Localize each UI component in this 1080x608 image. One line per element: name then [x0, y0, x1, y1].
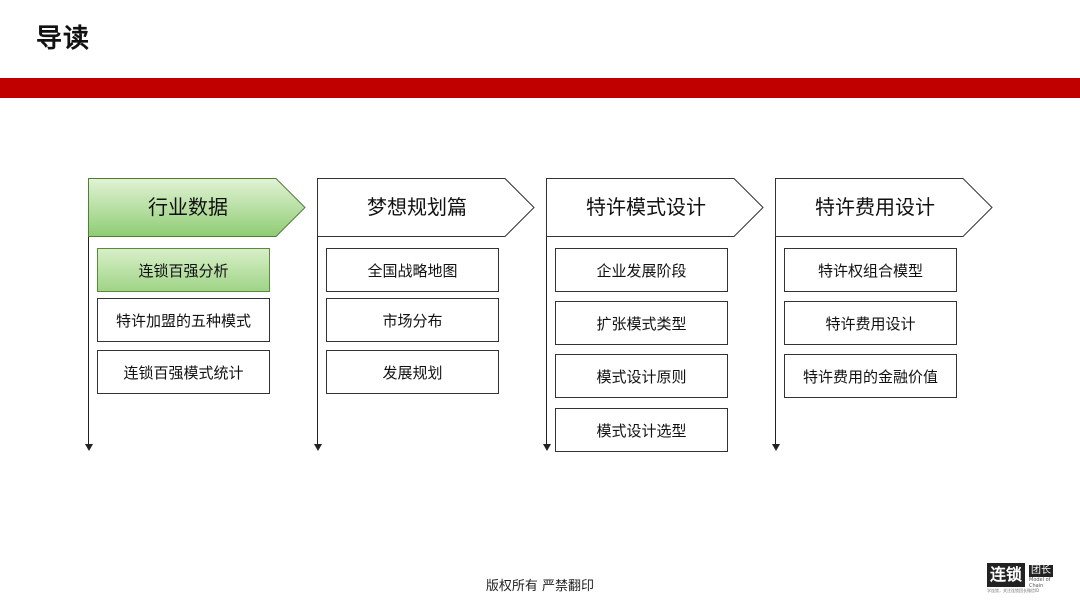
- arrow-down-icon: [85, 444, 93, 451]
- item-box[interactable]: 企业发展阶段: [555, 248, 728, 292]
- copyright-footer: 版权所有 严禁翻印: [485, 579, 595, 594]
- column-header-chevron[interactable]: [546, 178, 766, 238]
- item-box[interactable]: 特许费用设计: [784, 301, 957, 345]
- logo-caption: 学连锁，关注连锁团长微信ID: [987, 588, 1040, 593]
- column-axis-line: [317, 178, 318, 446]
- arrow-down-icon: [772, 444, 780, 451]
- arrow-down-icon: [543, 444, 551, 451]
- item-box[interactable]: 市场分布: [326, 298, 499, 342]
- column-axis-line: [88, 178, 89, 446]
- brand-logo: 连锁 团长 Model of Chain 学连锁，关注连锁团长微信ID: [987, 563, 1059, 593]
- item-box[interactable]: 模式设计选型: [555, 408, 728, 452]
- column-header-chevron[interactable]: [317, 178, 537, 238]
- item-box[interactable]: 扩张模式类型: [555, 301, 728, 345]
- arrow-down-icon: [314, 444, 322, 451]
- item-box[interactable]: 特许费用的金融价值: [784, 354, 957, 398]
- page-title: 导读: [36, 24, 91, 54]
- column-header-chevron[interactable]: [775, 178, 995, 238]
- item-box[interactable]: 全国战略地图: [326, 248, 499, 292]
- logo-sub-text: 团长: [1029, 565, 1053, 577]
- item-box[interactable]: 发展规划: [326, 350, 499, 394]
- logo-tagline: Model of Chain: [1029, 577, 1051, 589]
- item-box[interactable]: 连锁百强模式统计: [97, 350, 270, 394]
- item-box[interactable]: 连锁百强分析: [97, 248, 270, 292]
- column-header-chevron[interactable]: [88, 178, 308, 238]
- column-axis-line: [546, 178, 547, 446]
- item-box[interactable]: 特许权组合模型: [784, 248, 957, 292]
- item-box[interactable]: 特许加盟的五种模式: [97, 298, 270, 342]
- logo-main-text: 连锁: [987, 563, 1026, 587]
- item-box[interactable]: 模式设计原则: [555, 354, 728, 398]
- title-divider-bar: [0, 78, 1080, 98]
- column-axis-line: [775, 178, 776, 446]
